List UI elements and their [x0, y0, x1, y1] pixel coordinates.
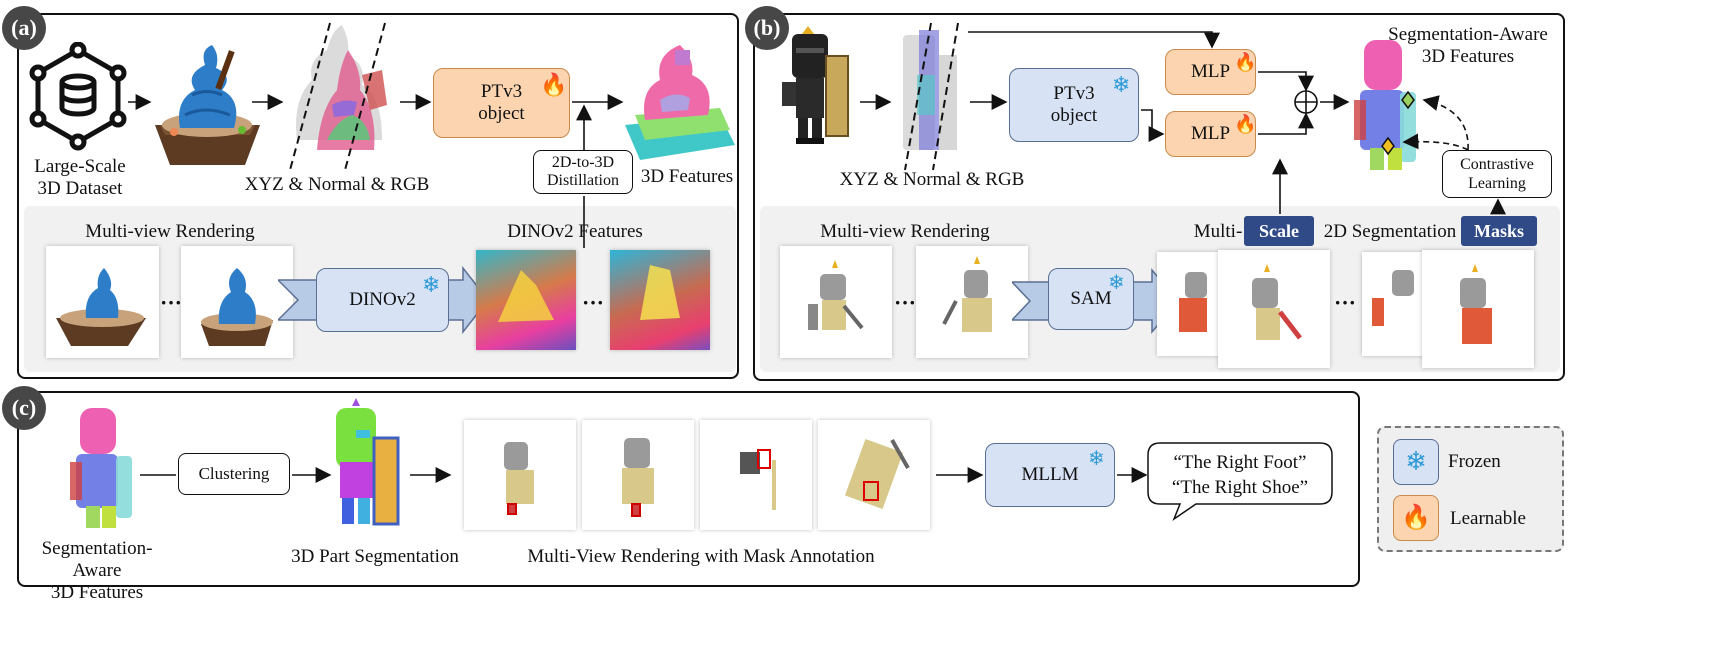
- mllm-box: MLLM: [985, 443, 1115, 507]
- panel-c-badge: (c): [2, 386, 46, 430]
- answer-line-1: “The Right Foot”: [1173, 452, 1307, 473]
- render-thumb-b1: [780, 246, 892, 358]
- snowflake-icon: ❄: [1108, 272, 1125, 294]
- mlp1-label: MLP: [1190, 61, 1231, 82]
- dino-feature-thumb-2: [610, 250, 710, 350]
- answer-line-2: “The Right Shoe”: [1171, 477, 1309, 498]
- legend-frozen-swatch: ❄: [1393, 439, 1439, 485]
- mask-render-thumb-4: [818, 420, 930, 530]
- contrastive-label: Contrastive Learning: [1460, 156, 1534, 192]
- features-label-c: Segmentation-Aware 3D Features: [41, 538, 153, 603]
- mask-render-label: Multi-View Rendering with Mask Annotatio…: [527, 546, 875, 567]
- mask-render-thumb-1: [464, 420, 576, 530]
- point-cloud-a: [289, 22, 387, 171]
- speech-bubble: [1147, 442, 1333, 522]
- seg-thumb-b4: [1422, 250, 1534, 368]
- snowflake-icon: ❄: [1405, 447, 1427, 476]
- clustering-label: Clustering: [198, 464, 270, 483]
- sam-label: SAM: [1070, 288, 1112, 309]
- clustering-box: Clustering: [178, 453, 290, 495]
- render-thumb-a1: [46, 246, 159, 358]
- segmentation-aware-features-c: [70, 408, 132, 528]
- masks-tag: Masks: [1461, 216, 1537, 246]
- flame-icon: 🔥: [1234, 52, 1257, 72]
- render-thumb-b2: [916, 246, 1028, 358]
- legend-learnable-swatch: 🔥: [1393, 495, 1439, 541]
- mask-render-thumb-3: [700, 420, 812, 530]
- database-cube-icon: [29, 42, 127, 151]
- input-label-a: XYZ & Normal & RGB: [244, 174, 430, 195]
- flame-icon: 🔥: [1234, 114, 1257, 134]
- snowflake-icon: ❄: [422, 272, 441, 297]
- features-label-a: 3D Features: [640, 166, 734, 187]
- dino-feature-thumb-1: [476, 250, 576, 350]
- diamond-markers: [1381, 90, 1415, 156]
- sam-arrow: [1012, 267, 1179, 335]
- mask-render-thumb-2: [582, 420, 694, 530]
- legend-frozen-label: Frozen: [1448, 451, 1501, 472]
- input-label-b: XYZ & Normal & RGB: [839, 169, 1025, 190]
- seg-label-right: 2D Segmentation: [1323, 221, 1457, 242]
- dino-arrow: [278, 265, 488, 335]
- dinov2-label: DINOv2: [349, 289, 416, 310]
- 3d-features-a: [625, 45, 735, 160]
- ptv3-label-a: PTv3 object: [478, 81, 525, 124]
- distillation-box: 2D-to-3D Distillation: [533, 150, 633, 194]
- ptv3-label-b: PTv3 object: [1050, 83, 1098, 126]
- knight-mesh: [782, 26, 849, 144]
- part-segmentation-model: [336, 398, 400, 526]
- mlp-box-2: MLP: [1165, 111, 1256, 157]
- snowflake-icon: ❄: [1088, 448, 1105, 470]
- render-label-b: Multi-view Rendering: [820, 221, 990, 242]
- render-label-a: Multi-view Rendering: [85, 221, 255, 242]
- ellipsis-b1: ···: [894, 290, 917, 315]
- ellipsis-a1: ···: [160, 290, 183, 315]
- ice-cream-mesh: [155, 45, 260, 165]
- scale-tag: Scale: [1244, 216, 1314, 246]
- mlp2-label: MLP: [1190, 123, 1231, 144]
- legend-learnable-label: Learnable: [1450, 508, 1526, 529]
- panel-b-badge: (b): [745, 6, 789, 50]
- output-label-b: Segmentation-Aware 3D Features: [1388, 24, 1548, 67]
- distillation-label: 2D-to-3D Distillation: [547, 154, 619, 189]
- ptv3-object-box-a: PTv3 object: [433, 68, 570, 138]
- sam-box: SAM: [1048, 268, 1134, 330]
- part-seg-label: 3D Part Segmentation: [291, 546, 459, 567]
- dinov2-box: DINOv2: [316, 268, 449, 332]
- flame-icon: 🔥: [540, 72, 568, 97]
- ellipsis-b2: ···: [1334, 290, 1357, 315]
- flame-icon: 🔥: [1401, 505, 1431, 531]
- render-thumb-a2: [181, 246, 293, 358]
- dataset-label: Large-Scale 3D Dataset: [34, 156, 126, 199]
- seg-thumb-b2: [1218, 250, 1330, 368]
- ellipsis-a2: ···: [582, 290, 605, 315]
- snowflake-icon: ❄: [1112, 72, 1131, 97]
- mlp-box-1: MLP: [1165, 49, 1256, 95]
- seg-thumb-b1: [1157, 252, 1219, 356]
- panel-a-badge: (a): [2, 6, 46, 50]
- mllm-label: MLLM: [1021, 464, 1079, 485]
- dino-features-label: DINOv2 Features: [507, 221, 643, 242]
- seg-label-left: Multi-: [1193, 221, 1243, 242]
- ptv3-object-box-b: PTv3 object: [1009, 68, 1139, 142]
- seg-thumb-b3: [1362, 252, 1424, 356]
- point-cloud-b: [903, 22, 959, 171]
- contrastive-learning-box: Contrastive Learning: [1442, 150, 1552, 198]
